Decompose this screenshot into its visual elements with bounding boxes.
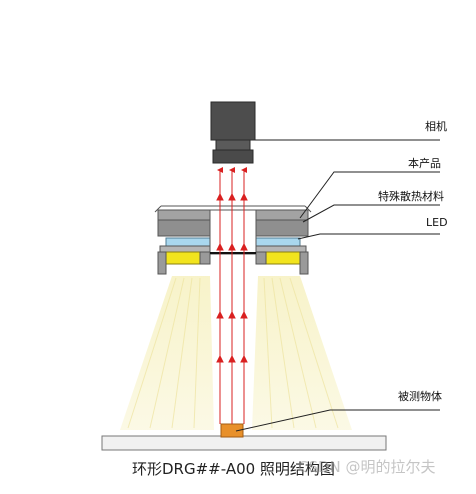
stage-plate (101, 435, 387, 451)
light-rays (216, 167, 248, 424)
light-beams (120, 276, 352, 430)
camera (210, 101, 256, 164)
label-object: 被测物体 (398, 390, 442, 403)
watermark: CSDN @明的拉尔夫 (298, 458, 436, 476)
caption: 环形DRG##-A00 照明结构图 (132, 460, 335, 478)
ring-light (154, 205, 312, 275)
label-product: 本产品 (408, 157, 441, 170)
label-led: LED (426, 216, 448, 229)
leader-lines (235, 139, 440, 432)
label-heat-material: 特殊散热材料 (378, 190, 444, 203)
label-camera: 相机 (425, 120, 447, 133)
